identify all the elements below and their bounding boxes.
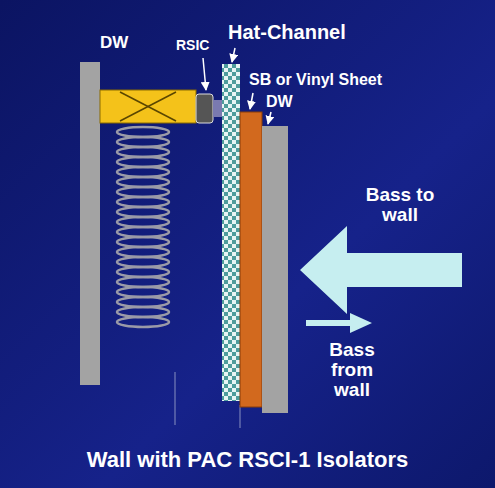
stud-cross <box>120 92 176 121</box>
spring-turn <box>117 287 169 297</box>
part-label: SB or Vinyl Sheet <box>249 72 439 89</box>
spring-turn <box>117 277 169 287</box>
spring-turn <box>117 127 169 137</box>
hat-channel <box>222 64 240 401</box>
spring-turn <box>117 267 169 277</box>
sound-board <box>240 112 262 407</box>
spring-turn <box>117 227 169 237</box>
part-label: Hat-Channel <box>228 22 368 43</box>
part-label: RSIC <box>176 38 228 53</box>
drywall-left <box>80 62 100 385</box>
rsic-clip <box>196 94 213 123</box>
spring-turn <box>117 187 169 197</box>
spring-turn <box>117 207 169 217</box>
arrow-label: Bass to wall <box>358 185 442 225</box>
guide-line <box>175 372 176 425</box>
stud <box>100 90 196 123</box>
spring-turn <box>117 137 169 147</box>
wall-label: DW <box>100 34 140 52</box>
spring-turn <box>117 217 169 227</box>
spring-turn <box>117 257 169 267</box>
spring-turn <box>117 297 169 307</box>
wall-label: DW <box>266 94 306 111</box>
spring-turn <box>117 167 169 177</box>
spring-turn <box>117 317 169 327</box>
spring-turn <box>117 197 169 207</box>
spring-turn <box>117 177 169 187</box>
leader-line <box>250 93 253 109</box>
spring-turn <box>117 237 169 247</box>
spring-coil <box>117 127 169 327</box>
drywall-right <box>262 126 288 413</box>
spring-turn <box>117 147 169 157</box>
spring-turn <box>117 307 169 317</box>
leader-line <box>232 48 235 62</box>
leader-line <box>268 112 271 124</box>
spring-turn <box>117 247 169 257</box>
guide-line <box>240 405 241 428</box>
arrow-label: Bass from wall <box>312 340 392 400</box>
caption: Wall with PAC RSCI-1 Isolators <box>0 448 495 471</box>
bass-from-wall-arrow <box>306 313 372 333</box>
leader-line <box>203 58 206 90</box>
rsic-tab <box>213 100 222 117</box>
spring-turn <box>117 157 169 167</box>
bass-to-wall-arrow <box>300 226 462 314</box>
stud-cross <box>120 92 176 121</box>
